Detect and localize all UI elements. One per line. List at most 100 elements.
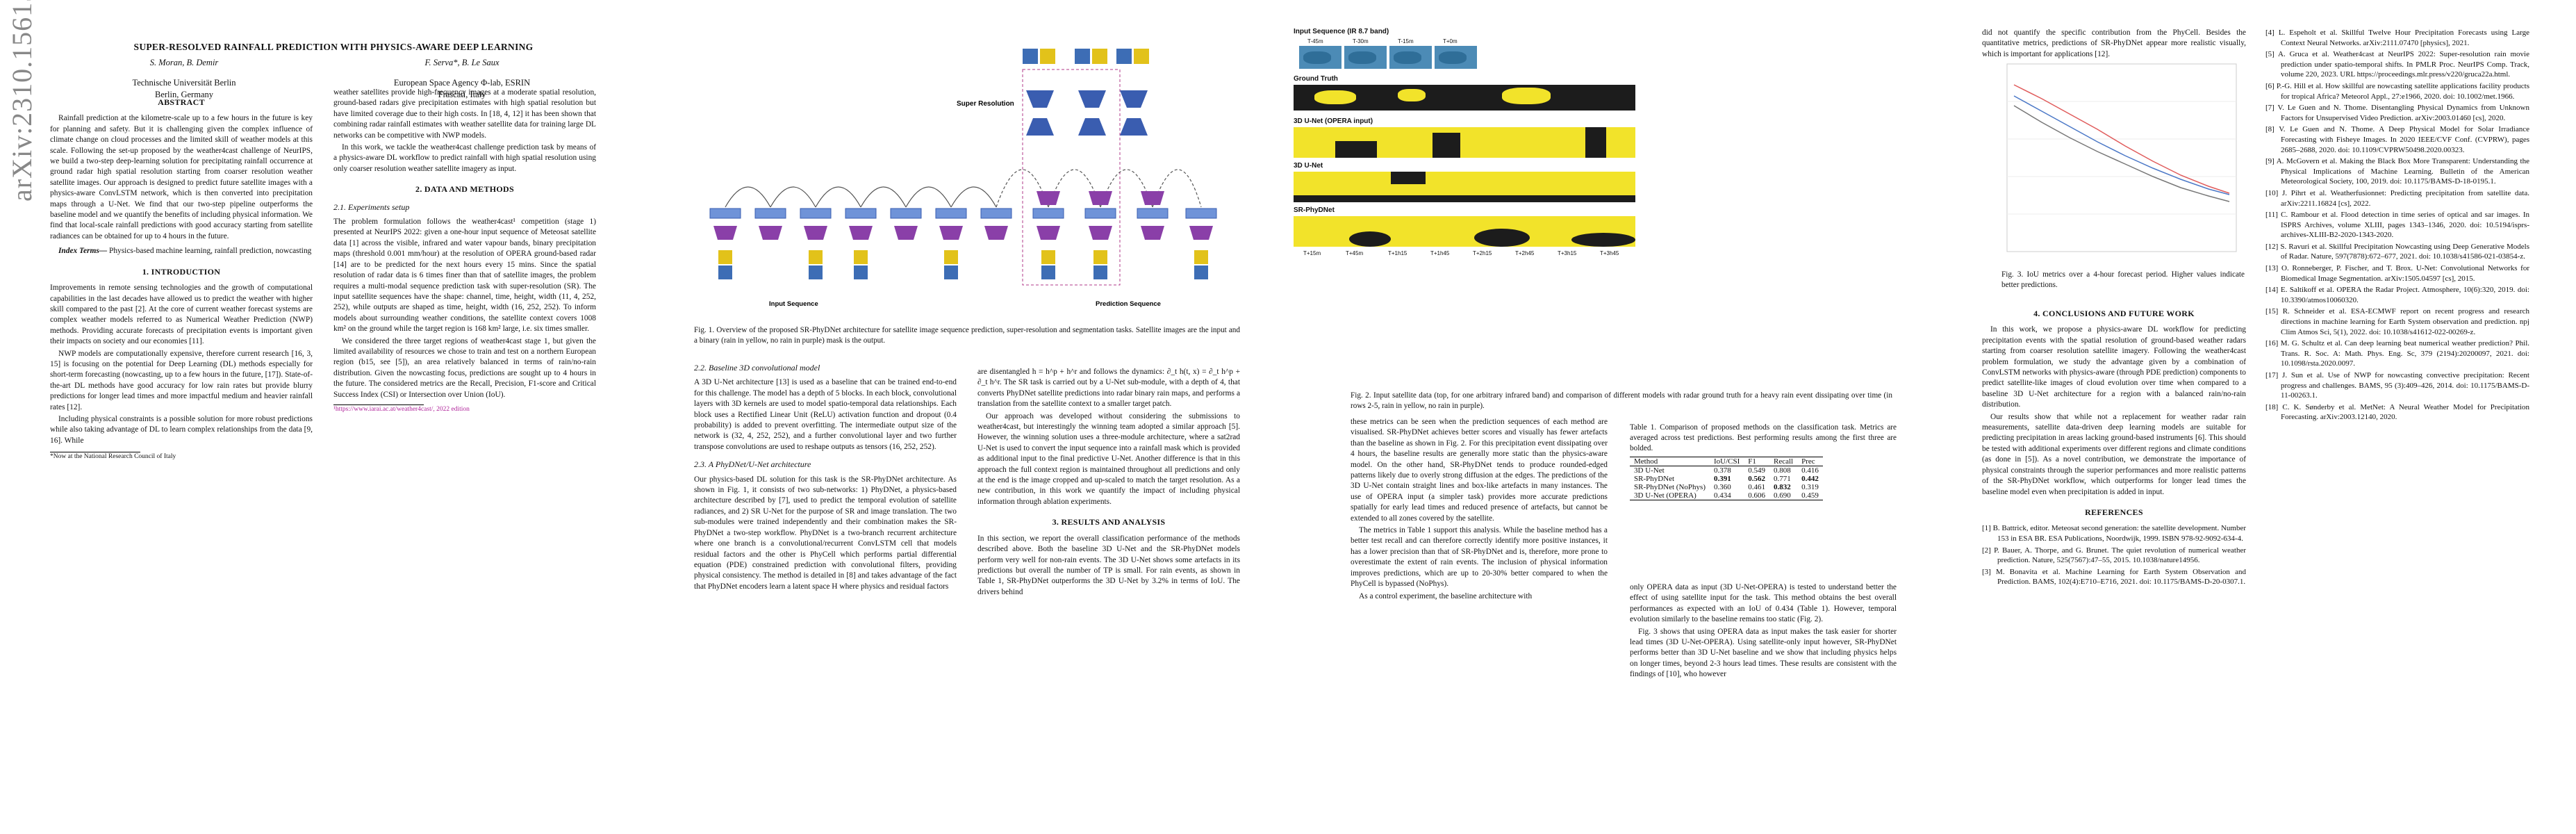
- page-4: did not quantify the specific contributi…: [1932, 0, 2576, 834]
- footnote-affiliation: *Now at the National Research Council of…: [50, 453, 176, 461]
- ground-truth-strip: [1294, 85, 1635, 111]
- reference-item: [2] P. Bauer, A. Thorpe, and G. Brunet. …: [1982, 546, 2246, 565]
- reference-item: [9] A. McGovern et al. Making the Black …: [2265, 157, 2529, 186]
- table-cell: 3D U-Net (OPERA): [1630, 491, 1710, 500]
- page-3: Input Sequence (IR 8.7 band) T-45m T-30m…: [1288, 0, 1932, 834]
- authors-left: S. Moran, B. Demir: [149, 58, 219, 67]
- intro-paragraph-2: NWP models are computationally expensive…: [50, 349, 313, 411]
- output-time-4: T+1h45: [1430, 250, 1450, 256]
- control-paragraph: As a control experiment, the baseline ar…: [1359, 591, 1533, 600]
- table-cell: SR-PhyDNet: [1634, 475, 1675, 483]
- table-cell: 0.808: [1774, 466, 1791, 475]
- approach-paragraph: Our approach was developed without consi…: [977, 411, 1240, 506]
- figure-1-caption: Fig. 1. Overview of the proposed SR-PhyD…: [694, 326, 1240, 345]
- panel-label-sr-phydnet: SR-PhyDNet: [1294, 206, 1335, 214]
- input-satellite-frame: [1389, 46, 1432, 69]
- abstract-text: Rainfall prediction at the kilometre-sca…: [50, 114, 313, 240]
- reference-item: [16] M. G. Schultz et al. Can deep learn…: [2265, 339, 2529, 368]
- reference-item: [13] O. Ronneberger, P. Fischer, and T. …: [2265, 264, 2529, 283]
- author-block-right: F. Serva*, B. Le Saux European Space Age…: [347, 57, 577, 101]
- panel-label-input: Input Sequence (IR 8.7 band): [1294, 28, 1389, 35]
- paper-title: SUPER-RESOLVED RAINFALL PREDICTION WITH …: [133, 42, 534, 52]
- figure-2-predictions: Input Sequence (IR 8.7 band) T-45m T-30m…: [1294, 28, 1641, 417]
- super-resolution-towers: [1023, 49, 1149, 136]
- table-cell: 0.391: [1713, 475, 1731, 483]
- table-cell: 0.378: [1713, 466, 1731, 475]
- reference-item: [8] V. Le Guen and N. Thome. A Deep Phys…: [2265, 125, 2529, 154]
- references-list-1: [1] B. Battrick, editor. Meteosat second…: [1982, 523, 2246, 587]
- figure-3-iou-plot: [1986, 57, 2243, 265]
- table-cell: 0.461: [1748, 483, 1766, 491]
- unet-strip: [1294, 172, 1635, 202]
- table-cell: 0.434: [1709, 491, 1744, 500]
- section-3-heading: 3. RESULTS AND ANALYSIS: [1052, 517, 1166, 528]
- sr-phydnet-strip: [1294, 216, 1635, 247]
- phycell-paragraph: did not quantify the specific contributi…: [1982, 28, 2246, 58]
- table-cell: 0.459: [1797, 491, 1823, 500]
- reference-item: [11] C. Rambour et al. Flood detection i…: [2265, 211, 2529, 240]
- page4-left-column: did not quantify the specific contributi…: [1982, 28, 2246, 61]
- table-cell: 0.690: [1769, 491, 1798, 500]
- reference-item: [18] C. K. Sønderby et al. MetNet: A Neu…: [2265, 402, 2529, 422]
- conclusion-paragraph-1: In this work, we propose a physics-aware…: [1982, 325, 2246, 409]
- col2-paragraph-1: weather satellites provide high-frequenc…: [333, 88, 596, 140]
- reference-item: [6] P.-G. Hill et al. How skillful are n…: [2265, 81, 2529, 101]
- affiliation-left-2: Berlin, Germany: [154, 90, 213, 99]
- reference-item: [10] J. Pihrt et al. Weatherfusionnet: P…: [2265, 188, 2529, 208]
- table-header-cell: F1: [1744, 457, 1770, 466]
- page3-left-column: these metrics can be seen when the predi…: [1351, 417, 1608, 603]
- intro-paragraph-1: Improvements in remote sensing technolog…: [50, 284, 313, 346]
- input-satellite-frame: [1299, 46, 1341, 69]
- page1-left-column: ABSTRACT Rainfall prediction at the kilo…: [50, 88, 313, 461]
- abstract-heading: ABSTRACT: [158, 97, 205, 107]
- figure-1-architecture: Super Resolution: [707, 28, 1235, 320]
- reference-item: [7] V. Le Guen and N. Thome. Disentangli…: [2265, 104, 2529, 122]
- input-time-1: T-45m: [1307, 38, 1323, 44]
- input-satellite-frame: [1344, 46, 1387, 69]
- input-time-3: T-15m: [1398, 38, 1414, 44]
- input-satellite-frame: [1435, 46, 1477, 69]
- page2-right-column: are disentangled h = h^p + h^r and follo…: [977, 356, 1240, 599]
- table-cell: 0.360: [1713, 483, 1731, 491]
- reference-item: [4] L. Espeholt et al. Skillful Twelve H…: [2265, 28, 2529, 47]
- affiliation-right-2: Frascati, Italy: [438, 90, 486, 99]
- metrics-paragraph: The metrics in Table 1 support this anal…: [1351, 526, 1608, 589]
- table-header-cell: Recall: [1769, 457, 1798, 466]
- table-cell: 0.319: [1801, 483, 1819, 491]
- baseline-paragraph: A 3D U-Net architecture [13] is used as …: [694, 378, 957, 451]
- page4-left-column-lower: 4. CONCLUSIONS AND FUTURE WORK In this w…: [1982, 299, 2246, 589]
- table-cell: 0.771: [1774, 475, 1791, 483]
- subsection-2-2-heading: 2.2. Baseline 3D convolutional model: [694, 363, 820, 373]
- footnote-url: ¹https://www.iarai.ac.at/weather4cast/, …: [333, 405, 470, 413]
- visual-analysis-paragraph: these metrics can be seen when the predi…: [1351, 418, 1608, 523]
- figure-3-caption: Fig. 3. IoU metrics over a 4-hour foreca…: [2001, 270, 2245, 289]
- panel-label-unet: 3D U-Net: [1294, 162, 1323, 170]
- disentangle-paragraph: are disentangled h = h^p + h^r and follo…: [977, 368, 1240, 409]
- input-time-2: T-30m: [1353, 38, 1369, 44]
- table-cell: 0.606: [1744, 491, 1770, 500]
- intro-paragraph-3: Including physical constraints is a poss…: [50, 414, 313, 445]
- page-2: Super Resolution: [644, 0, 1288, 834]
- table-header-cell: IoU/CSI: [1709, 457, 1744, 466]
- subsection-2-3-heading: 2.3. A PhyDNet/U-Net architecture: [694, 459, 811, 470]
- page1-right-column: weather satellites provide high-frequenc…: [333, 88, 596, 414]
- phydnet-paragraph: Our physics-based DL solution for this t…: [694, 475, 957, 591]
- index-terms-label: Index Terms—: [58, 247, 108, 256]
- iou-line-chart: [2006, 63, 2237, 252]
- encoder-decoder-blocks: [713, 191, 1213, 240]
- table-cell: 0.562: [1748, 475, 1766, 483]
- output-time-1: T+15m: [1303, 250, 1321, 256]
- input-frames: [718, 250, 1208, 279]
- input-time-4: T+0m: [1443, 38, 1458, 44]
- table-cell: 0.832: [1774, 483, 1791, 491]
- opera-paragraph: only OPERA data as input (3D U-Net-OPERA…: [1630, 583, 1897, 624]
- reference-item: [12] S. Ravuri et al. Skillful Precipita…: [2265, 242, 2529, 261]
- experiments-paragraph-2: We considered the three target regions o…: [333, 336, 596, 399]
- unet-opera-strip: [1294, 127, 1635, 158]
